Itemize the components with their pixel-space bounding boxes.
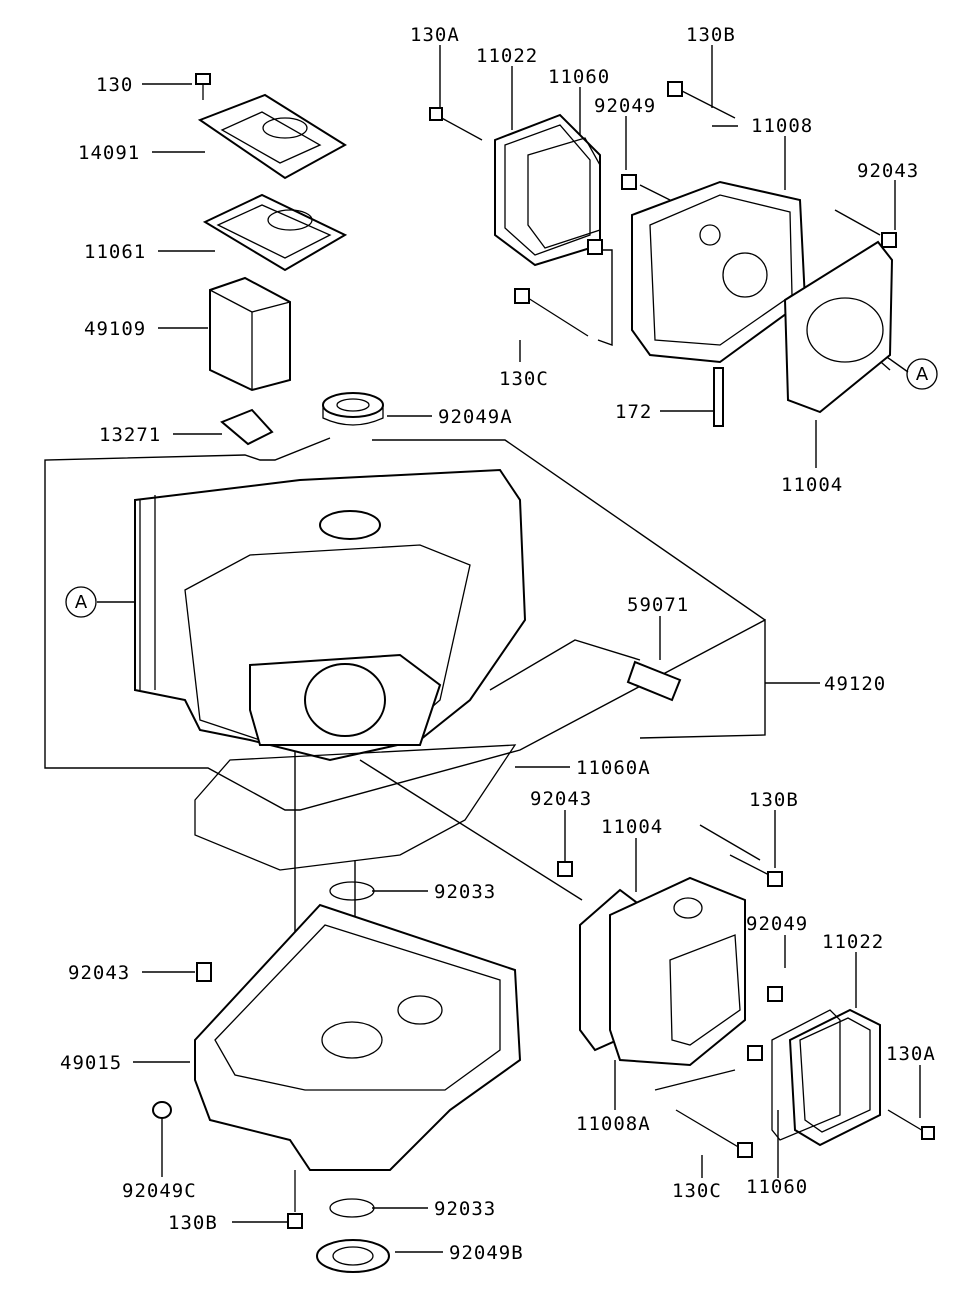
label-92049-mid: 92049 xyxy=(746,913,808,935)
label-59071: 59071 xyxy=(627,594,689,616)
label-11008: 11008 xyxy=(751,115,813,137)
label-92043-left: 92043 xyxy=(68,962,130,984)
part-92049B-seal xyxy=(316,1239,390,1273)
part-49015-crankcase-cover xyxy=(194,903,522,1171)
label-11008A: 11008A xyxy=(576,1113,651,1135)
part-130C-bolt-top xyxy=(514,288,589,337)
part-92033-ring-bot xyxy=(329,1198,375,1218)
part-labels: 130 14091 11061 49109 13271 92049A 130A … xyxy=(60,24,936,1264)
label-130B-mid: 130B xyxy=(749,789,799,811)
label-172: 172 xyxy=(615,401,652,423)
label-130: 130 xyxy=(96,74,133,96)
part-130B-bolt-bot xyxy=(287,1170,303,1229)
part-92049A-seal xyxy=(322,392,384,426)
label-130B-top: 130B xyxy=(686,24,736,46)
label-11004-top: 11004 xyxy=(781,474,843,496)
label-92033-top: 92033 xyxy=(434,881,496,903)
label-92049A: 92049A xyxy=(438,406,513,428)
callout-a-right: A xyxy=(906,358,938,390)
part-130B-bolt-top xyxy=(667,81,736,119)
part-92049-mid-seals xyxy=(747,986,783,1061)
label-13271: 13271 xyxy=(99,424,161,446)
label-130C-bot: 130C xyxy=(672,1180,722,1202)
label-92043-mid: 92043 xyxy=(530,788,592,810)
part-14091-plate xyxy=(197,93,347,180)
part-92049C-seal xyxy=(152,1101,172,1119)
part-130B-bolt-mid xyxy=(729,854,783,887)
label-130B-bot: 130B xyxy=(168,1212,218,1234)
label-49015: 49015 xyxy=(60,1052,122,1074)
label-11022-bot: 11022 xyxy=(822,931,884,953)
label-92043-top: 92043 xyxy=(857,160,919,182)
part-130-bolt xyxy=(195,73,211,100)
svg-text:A: A xyxy=(916,364,929,385)
label-49120: 49120 xyxy=(824,673,886,695)
label-92049-top: 92049 xyxy=(594,95,656,117)
callout-a-left: A xyxy=(65,586,97,618)
part-92033-ring-top xyxy=(329,881,375,901)
part-92043-pin-mid xyxy=(557,861,573,877)
label-130C-top: 130C xyxy=(499,368,549,390)
label-11004-mid: 11004 xyxy=(601,816,663,838)
label-130A-top: 130A xyxy=(410,24,460,46)
label-49109: 49109 xyxy=(84,318,146,340)
part-92043-pin-top xyxy=(881,232,897,248)
part-11061-gasket xyxy=(202,193,348,272)
label-92033-bot: 92033 xyxy=(434,1198,496,1220)
part-92049-top-seals xyxy=(587,174,637,255)
part-11022-cover-bot xyxy=(788,1008,881,1147)
part-59071-spring xyxy=(626,660,682,702)
label-11060-top: 11060 xyxy=(548,66,610,88)
part-11008A-head xyxy=(609,876,746,1067)
part-11060-gasket-top xyxy=(527,137,601,249)
label-11061: 11061 xyxy=(84,241,146,263)
label-130A-bot: 130A xyxy=(886,1043,936,1065)
part-11008-head-top xyxy=(631,180,807,364)
part-172-stud xyxy=(713,367,724,427)
part-49120-crankcase xyxy=(134,468,527,762)
label-14091: 14091 xyxy=(78,142,140,164)
label-11022-top: 11022 xyxy=(476,45,538,67)
svg-text:A: A xyxy=(75,592,88,613)
part-11060A-gasket xyxy=(194,744,517,871)
label-92049B: 92049B xyxy=(449,1242,524,1264)
label-92049C: 92049C xyxy=(122,1180,197,1202)
part-11060-gasket-bot xyxy=(771,1009,841,1141)
part-11022-cover-top xyxy=(494,113,601,267)
part-130C-bolt-bot xyxy=(675,1109,753,1158)
part-130A-bolt-bot xyxy=(887,1109,935,1140)
part-92043-pin-left xyxy=(196,962,212,982)
part-130A-bolt-top xyxy=(429,107,483,141)
label-11060A: 11060A xyxy=(576,757,651,779)
part-11004-gasket-top xyxy=(783,240,894,414)
part-13271-clip xyxy=(220,408,274,446)
part-49109-filter xyxy=(209,276,291,392)
label-11060-bot: 11060 xyxy=(746,1176,808,1198)
